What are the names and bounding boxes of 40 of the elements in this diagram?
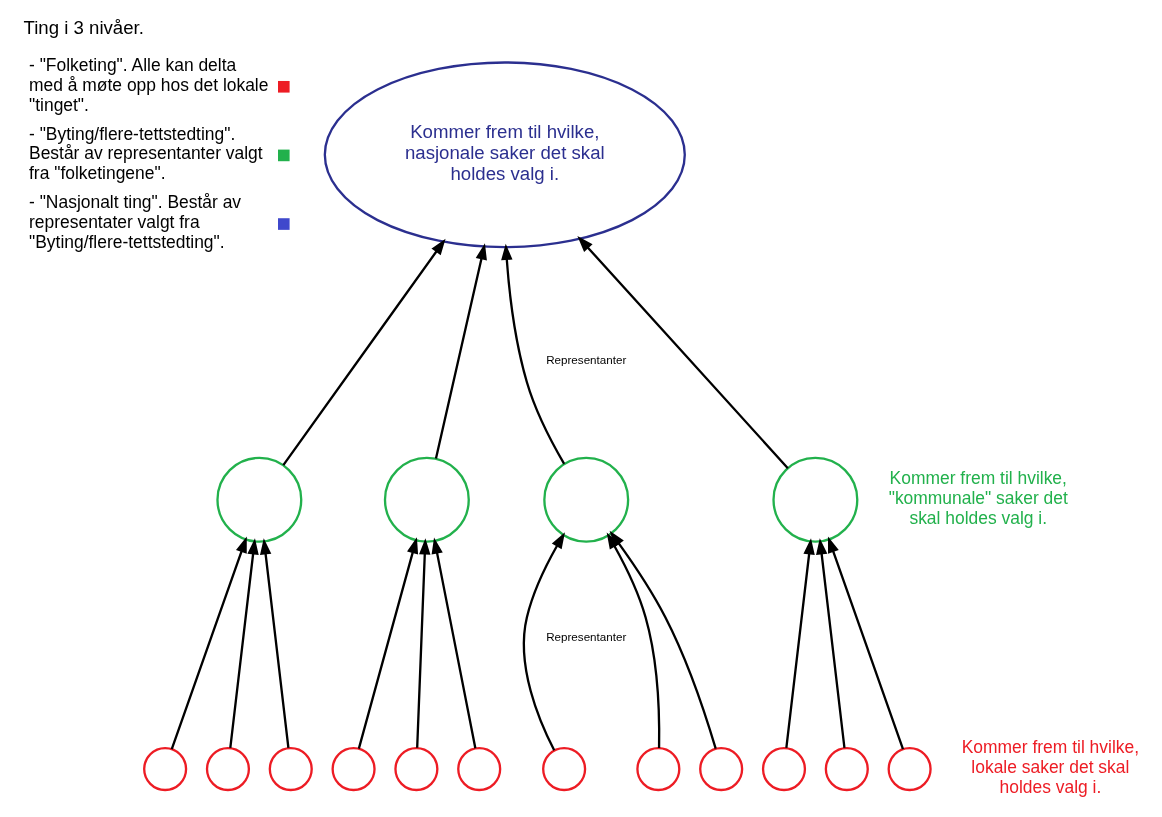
legend-label: - "Nasjonalt ting". Består av representater valgt fra "Byting/flere-tettstedting". — [29, 191, 242, 252]
arrow — [522, 531, 565, 751]
node-circle — [636, 746, 681, 791]
arrow — [416, 537, 431, 748]
node-circle — [394, 746, 439, 791]
node-circle — [542, 746, 587, 791]
node-circle — [205, 746, 251, 791]
arrow — [229, 537, 259, 748]
arrow — [501, 243, 566, 464]
node-circle — [216, 456, 303, 543]
node-circle — [699, 746, 744, 791]
node-circle — [824, 746, 869, 791]
arrow — [816, 537, 846, 748]
legend-label: - "Folketing". Alle kan delta med å møte opp hos det lokale "tinget". — [29, 54, 269, 115]
arrow — [170, 536, 247, 749]
arrow — [357, 536, 419, 749]
arrow — [785, 537, 815, 748]
node-circle — [543, 456, 630, 543]
node-circle — [761, 746, 807, 791]
label: Representanter — [546, 352, 627, 366]
label: Representanter — [546, 629, 627, 643]
arrow — [609, 530, 717, 749]
legend-label: - "Byting/flere-tettstedting". Består av representanter valgt fra "folketingene". — [29, 123, 263, 183]
diagram-title: Ting i 3 nivåer. — [23, 16, 144, 38]
node-circle — [268, 746, 313, 791]
arrow — [577, 235, 789, 469]
arrow — [827, 536, 905, 749]
node-circle — [383, 456, 470, 543]
arrow — [434, 242, 487, 459]
node-ellipse: Kommer frem til hvilke, nasjonale saker det skal holdes valg i. — [323, 60, 686, 248]
node-circle — [772, 456, 859, 543]
arrow — [259, 537, 290, 748]
node-circle — [143, 746, 188, 791]
arrow — [282, 238, 446, 466]
label: Kommer frem til hvilke, lokale saker det skal holdes valg i. — [961, 736, 1140, 797]
label: Kommer frem til hvilke, "kommunale" saker det skal holdes valg i. — [888, 467, 1068, 528]
node-circle — [331, 746, 376, 791]
arrow — [431, 536, 477, 748]
node-circle — [887, 746, 932, 791]
node-circle — [457, 746, 502, 791]
